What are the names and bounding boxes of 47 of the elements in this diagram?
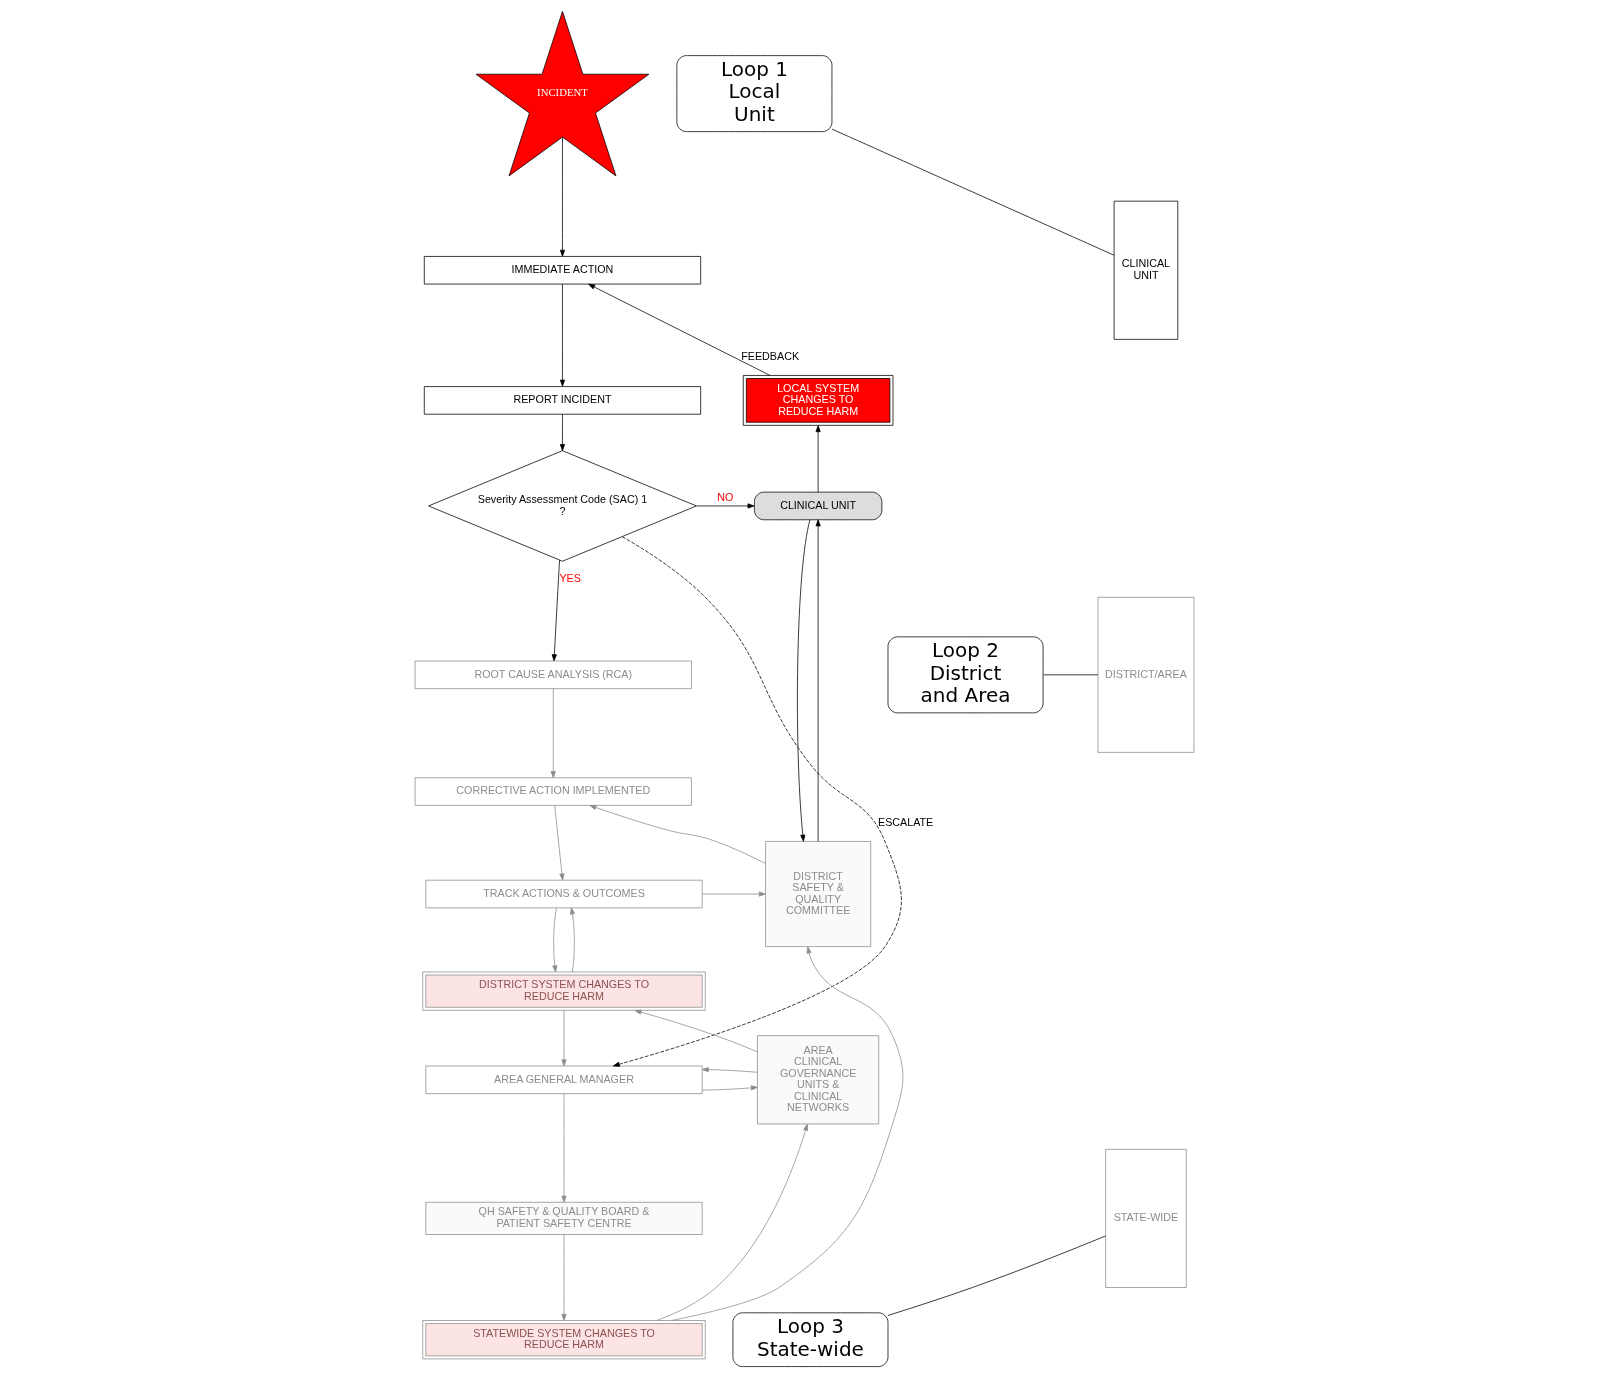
arrow — [552, 907, 558, 973]
arrow — [815, 519, 821, 842]
arrow — [656, 1123, 809, 1321]
arrow — [570, 907, 575, 973]
arrow — [561, 1234, 567, 1321]
arrow — [559, 283, 565, 387]
arrow — [634, 1009, 758, 1053]
edge-label: YES — [559, 572, 581, 585]
node-diamond: Severity Assessment Code (SAC) 1 ? — [428, 450, 697, 562]
edge-label: FEEDBACK — [741, 350, 800, 363]
edge-label: NO — [717, 490, 734, 503]
node-box: DISTRICT/AREA — [1097, 596, 1195, 753]
node-box: AREA CLINICAL GOVERNANCE UNITS & CLINICAL NETWORKS — [757, 1035, 880, 1125]
arrow — [559, 136, 565, 257]
node-box: CORRECTIVE ACTION IMPLEMENTED — [414, 777, 692, 806]
arrow — [701, 1085, 758, 1091]
node-box: Loop 1 Local Unit — [676, 55, 833, 132]
node-box: REPORT INCIDENT — [423, 386, 702, 415]
node-box: STATE-WIDE — [1105, 1148, 1187, 1288]
connector — [831, 128, 1115, 256]
arrow — [589, 805, 766, 864]
node-box: ROOT CAUSE ANALYSIS (RCA) — [414, 660, 692, 690]
node-box: DISTRICT SAFETY & QUALITY COMMITTEE — [765, 841, 872, 947]
node-box: QH SAFETY & QUALITY BOARD & PATIENT SAFETY CENTRE — [425, 1201, 703, 1235]
arrow — [612, 536, 902, 1067]
arrow — [671, 946, 904, 1321]
arrow — [561, 1093, 567, 1203]
node-box: AREA GENERAL MANAGER — [425, 1065, 703, 1095]
arrow — [588, 283, 771, 376]
node-box: CLINICAL UNIT — [754, 491, 883, 521]
node-box: Loop 2 District and Area — [887, 636, 1044, 714]
arrow — [797, 519, 811, 842]
arrow — [561, 1010, 567, 1067]
node-box: CLINICAL UNIT — [1113, 200, 1179, 340]
node-box: TRACK ACTIONS & OUTCOMES — [425, 879, 703, 909]
edge-label: ESCALATE — [878, 816, 934, 829]
node-box: IMMEDIATE ACTION — [423, 256, 702, 285]
arrow — [815, 425, 821, 493]
arrow — [550, 688, 556, 779]
arrow — [701, 1067, 758, 1073]
arrow — [701, 891, 766, 897]
arrow — [696, 503, 755, 509]
arrow — [551, 559, 560, 662]
connector — [887, 1235, 1106, 1316]
arrow — [554, 805, 565, 881]
node-box: Loop 3 State-wide — [732, 1312, 889, 1367]
arrow — [559, 413, 565, 452]
